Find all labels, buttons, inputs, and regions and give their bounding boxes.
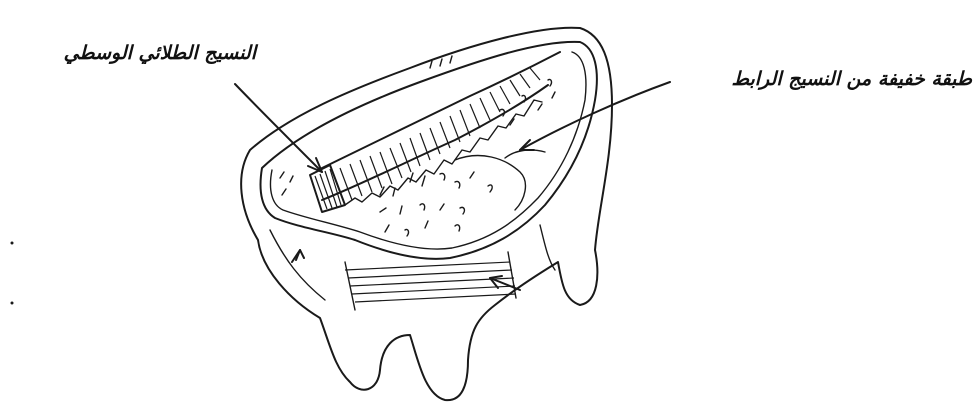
lamella-jagged-edge	[345, 100, 542, 205]
arrow-middle-lamella	[235, 84, 322, 172]
arrow-left-block	[292, 250, 304, 262]
side-face-stripes	[345, 252, 516, 310]
label-connective-tissue: طبقة خفيفة من النسيج الرابط	[676, 70, 972, 89]
side-contour-left	[270, 230, 325, 300]
stray-dot-1	[11, 242, 14, 245]
side-contour-right	[540, 225, 555, 270]
stray-dot-2	[11, 302, 14, 305]
arrow-connective-tissue	[520, 82, 670, 150]
epithelial-hatch-block	[310, 165, 345, 212]
connective-tissue-line	[455, 156, 525, 210]
top-face-rim	[261, 42, 597, 259]
label-middle-lamella: النسيج الطلائي الوسطي	[4, 44, 256, 63]
